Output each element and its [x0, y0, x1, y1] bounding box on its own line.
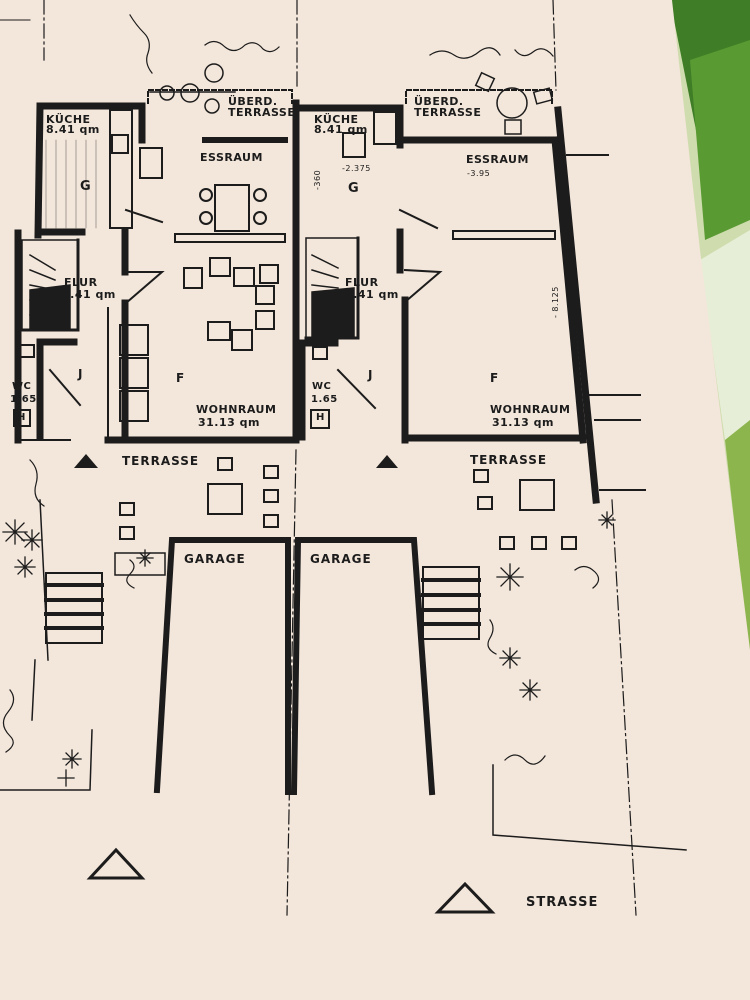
left-dining-code: G	[80, 179, 92, 194]
right-hall-label: FLUR	[345, 276, 379, 289]
right-dining-code: G	[348, 181, 360, 196]
left-terrace-label: TERRASSE	[122, 454, 200, 468]
plants	[2, 511, 616, 787]
right-kitchen-area: 8.41 qm	[314, 123, 368, 136]
right-terrace-label: TERRASSE	[470, 453, 548, 467]
left-living-code: F	[176, 371, 186, 385]
right-level-dining: -3.95	[467, 169, 491, 178]
left-wc-label: WC	[12, 381, 32, 392]
site-marker-left	[86, 847, 146, 880]
right-level-kitchen: -2.375	[342, 164, 371, 173]
right-unit-walls	[296, 104, 600, 504]
right-storage-code: J	[368, 368, 374, 382]
right-wc-code: H	[316, 412, 325, 423]
left-covered-terrace-label-1: ÜBERD.	[228, 95, 278, 108]
left-garage-label: GARAGE	[184, 552, 246, 566]
right-kitchen-label: KÜCHE	[314, 113, 359, 126]
right-dimension-side: - 8.125	[551, 286, 560, 318]
left-unit-walls	[14, 99, 300, 444]
left-storage-code: J	[78, 367, 84, 381]
left-hall-label: FLUR	[64, 276, 98, 289]
left-kitchen-label: KÜCHE	[46, 113, 91, 126]
right-covered-terrace-label-2: TERRASSE	[414, 106, 482, 119]
right-level-kitchen-side: -360	[313, 169, 322, 190]
left-living-label: WOHNRAUM	[196, 403, 277, 416]
right-garage-label: GARAGE	[310, 552, 372, 566]
right-hall-area: 7.41 qm	[345, 288, 399, 301]
entry-marker-right	[376, 455, 398, 468]
site-marker-right	[434, 881, 496, 914]
outdoor-stairs	[44, 566, 481, 644]
left-unit-thin	[13, 89, 293, 441]
right-wc-area: 1.65	[311, 394, 338, 405]
right-wc-label: WC	[312, 381, 332, 392]
left-living-area: 31.13 qm	[198, 416, 260, 429]
left-stair	[20, 238, 80, 332]
garages	[153, 537, 436, 796]
right-stair	[304, 236, 360, 340]
street-label: STRASSE	[526, 895, 599, 910]
right-living-area: 31.13 qm	[492, 416, 554, 429]
left-wc-area: 1.65	[10, 394, 37, 405]
left-covered-terrace-label-2: TERRASSE	[228, 106, 296, 119]
left-kitchen-area: 8.41 qm	[46, 123, 100, 136]
left-wc-code: H	[17, 412, 26, 423]
right-dining-label: ESSRAUM	[466, 153, 529, 166]
left-hall-area: 7.41 qm	[62, 288, 116, 301]
patio-squares	[119, 457, 577, 550]
right-living-label: WOHNRAUM	[490, 403, 571, 416]
right-living-code: F	[490, 371, 500, 385]
garden-furniture	[149, 63, 554, 135]
left-dining-label: ESSRAUM	[200, 151, 263, 164]
right-covered-terrace-label-1: ÜBERD.	[414, 95, 464, 108]
entry-marker-left	[74, 454, 98, 468]
